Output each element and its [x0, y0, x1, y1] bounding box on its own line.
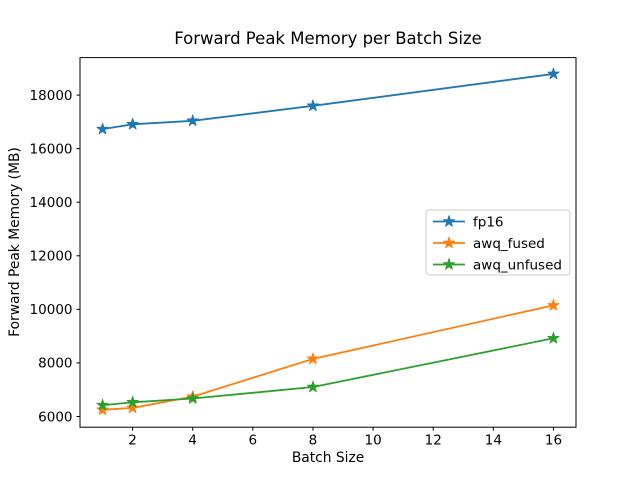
x-tick-label: 4	[188, 433, 197, 449]
series-marker-awq_unfused	[96, 398, 109, 411]
series-marker-fp16	[96, 122, 109, 135]
x-axis-label: Batch Size	[291, 450, 365, 466]
legend-marker-awq_unfused	[442, 258, 456, 270]
y-tick-label: 8000	[38, 356, 72, 372]
series-marker-awq_fused	[547, 298, 560, 311]
legend	[425, 209, 571, 276]
series-marker-awq_fused	[96, 403, 109, 416]
y-tick-label: 12000	[30, 249, 73, 265]
series-marker-awq_unfused	[306, 380, 320, 393]
y-tick-label: 14000	[30, 195, 73, 211]
x-tick-label: 16	[545, 433, 562, 449]
x-tick-label: 6	[249, 433, 258, 449]
x-tick-label: 12	[425, 433, 442, 449]
series-marker-fp16	[126, 117, 139, 130]
legend-label-fp16: fp16	[473, 214, 504, 230]
x-tick-label: 14	[485, 433, 502, 449]
y-tick-label: 18000	[30, 88, 73, 104]
series-marker-awq_unfused	[547, 331, 560, 344]
chart-title: Forward Peak Memory per Batch Size	[174, 29, 482, 48]
series-marker-awq_unfused	[126, 395, 139, 408]
legend-label-awq_unfused: awq_unfused	[473, 257, 562, 273]
series-marker-awq_fused	[306, 352, 320, 365]
series-marker-awq_unfused	[186, 392, 199, 404]
legend-marker-fp16	[442, 215, 456, 227]
y-tick-label: 16000	[30, 141, 73, 157]
x-tick-label: 2	[128, 433, 137, 449]
legend-label-awq_fused: awq_fused	[473, 236, 545, 252]
y-axis-label: Forward Peak Memory (MB)	[7, 147, 23, 337]
series-marker-fp16	[306, 99, 320, 112]
x-tick-label: 10	[364, 433, 381, 449]
series-marker-fp16	[186, 114, 199, 127]
legend-marker-awq_fused	[442, 236, 456, 249]
y-tick-label: 10000	[30, 302, 73, 318]
series-marker-fp16	[547, 67, 560, 80]
y-tick-label: 6000	[38, 409, 72, 425]
series-marker-awq_fused	[126, 401, 139, 414]
x-tick-label: 8	[309, 433, 318, 449]
